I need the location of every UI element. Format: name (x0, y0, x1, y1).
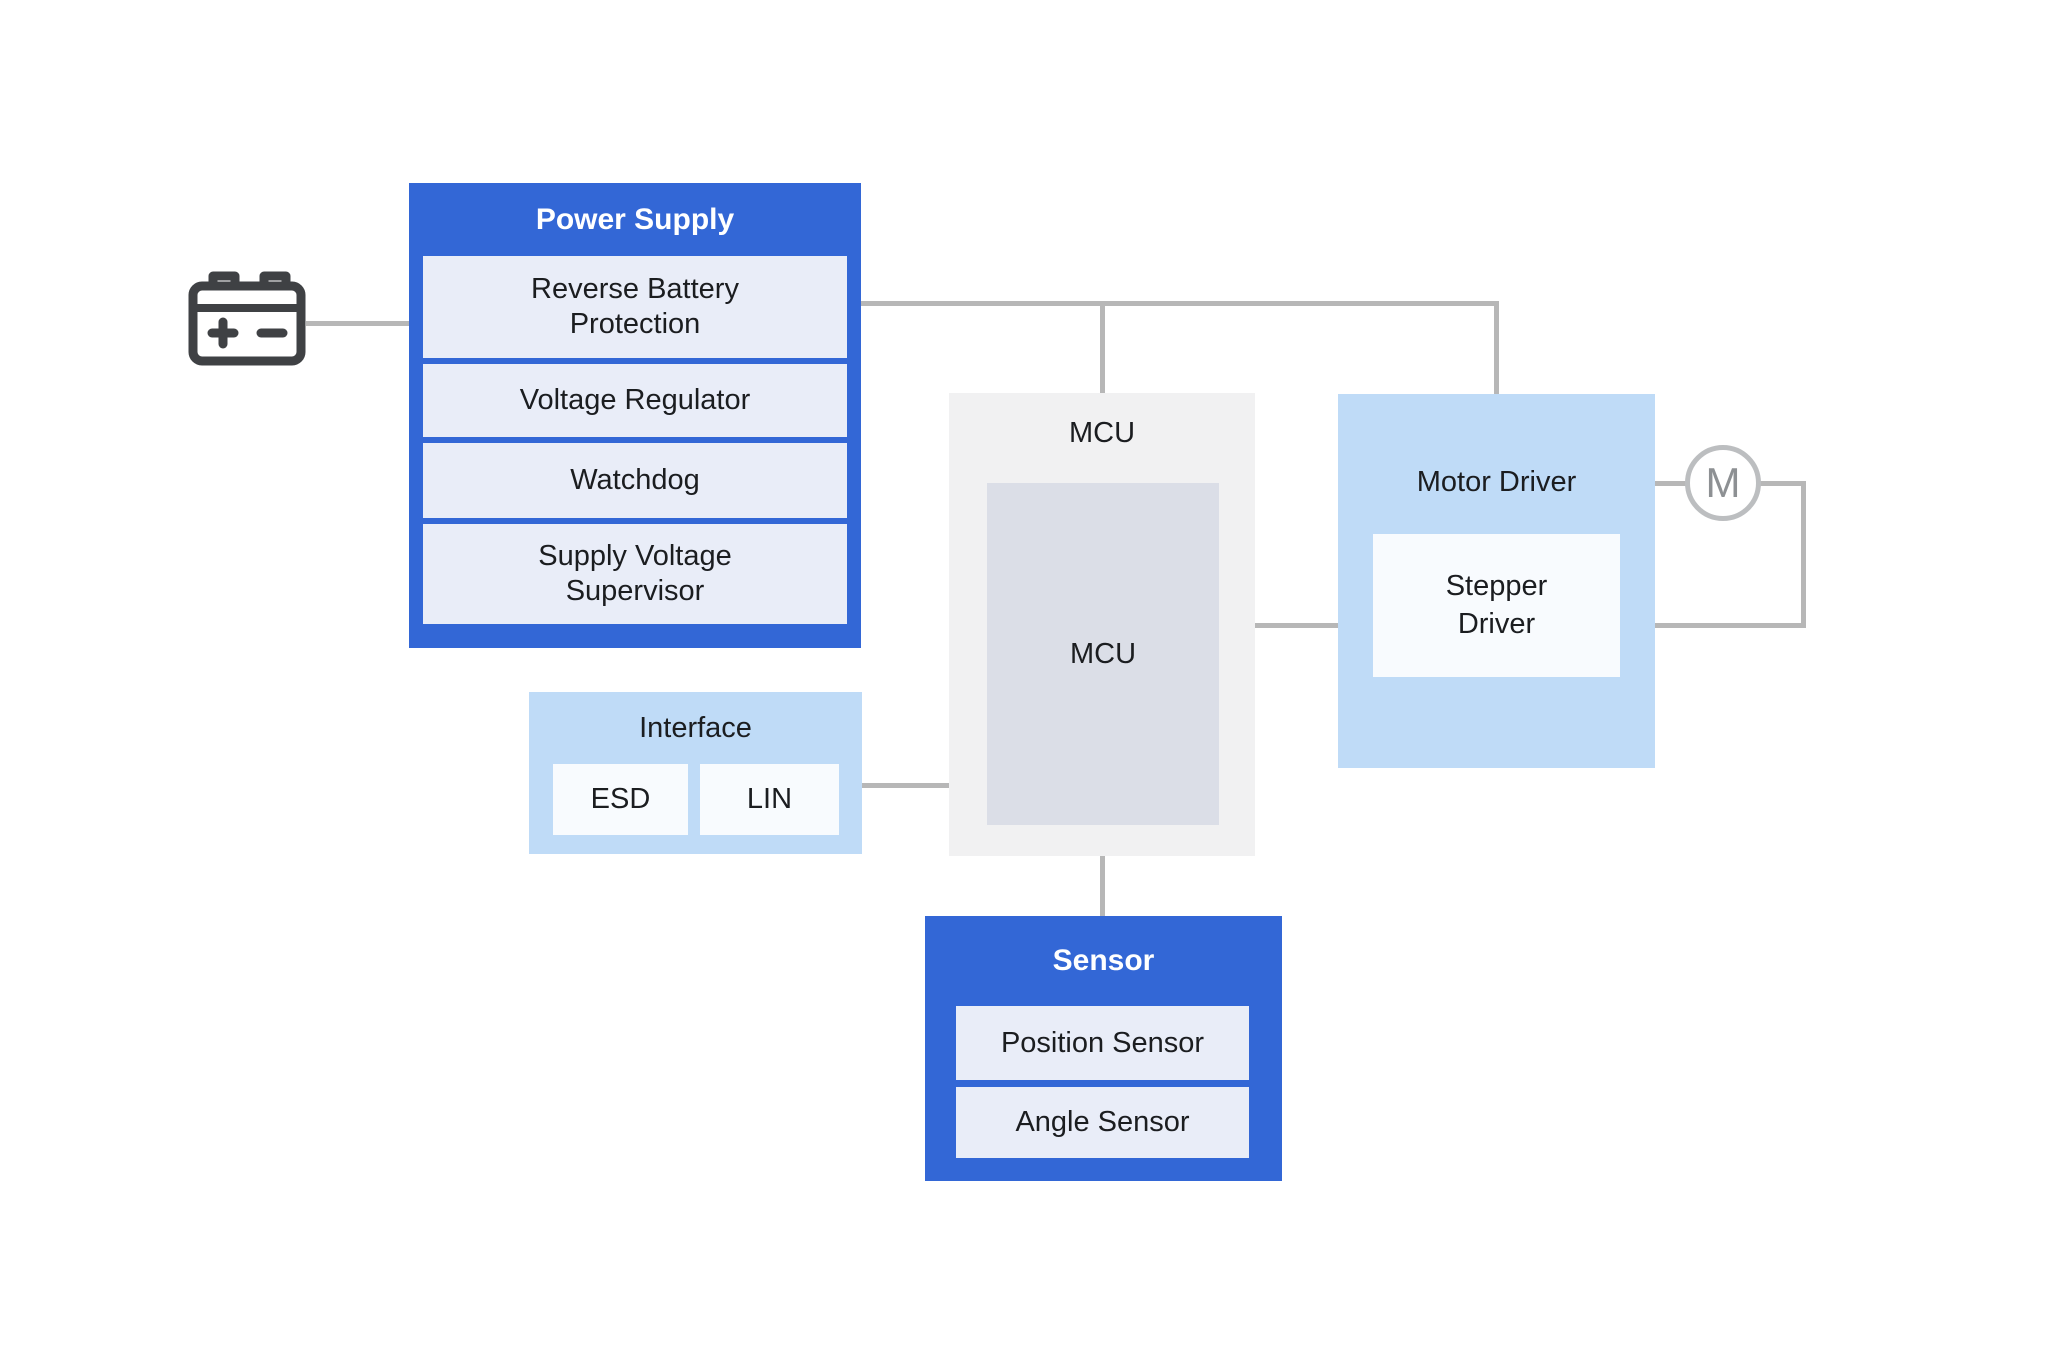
power-supply-item-label: Supply Voltage Supervisor (538, 539, 732, 607)
interface-block: Interface ESD LIN (529, 692, 862, 854)
wire-motor-to-corner (1759, 481, 1806, 486)
wire-branch-to-motor-driver-top (1494, 304, 1499, 394)
mcu-core-box: MCU (987, 483, 1219, 825)
power-supply-item-supply-voltage-supervisor: Supply Voltage Supervisor (423, 524, 847, 624)
mcu-core-label: MCU (1069, 637, 1137, 670)
mcu-block: MCU MCU (949, 393, 1255, 856)
wire-battery-to-power-supply (306, 321, 410, 326)
wire-mcu-to-sensor (1100, 856, 1105, 916)
car-battery-icon (188, 271, 306, 366)
sensor-block: Sensor Position Sensor Angle Sensor (925, 916, 1282, 1181)
motor-label: M (1705, 459, 1741, 506)
stepper-driver-box: Stepper Driver (1373, 534, 1620, 677)
wire-power-supply-to-right (861, 301, 1499, 306)
mcu-title: MCU (1068, 417, 1136, 449)
wire-branch-to-mcu-top (1100, 304, 1105, 393)
power-supply-item-reverse-battery-protection: Reverse Battery Protection (423, 256, 847, 358)
esd-box: ESD (553, 764, 688, 835)
power-supply-block: Power Supply Reverse Battery Protection … (409, 183, 861, 648)
interface-title: Interface (639, 712, 752, 744)
wire-interface-to-mcu (862, 783, 949, 788)
stepper-driver-label: Stepper Driver (1445, 570, 1548, 640)
power-supply-title: Power Supply (535, 202, 735, 236)
power-supply-item-label: Watchdog (570, 463, 700, 496)
motor-driver-title: Motor Driver (1416, 466, 1577, 498)
power-supply-item-label: Reverse Battery Protection (531, 272, 739, 340)
lin-label: LIN (746, 783, 793, 815)
wire-mcu-to-motor-driver (1255, 623, 1338, 628)
wire-motor-loop-vertical (1801, 481, 1806, 628)
wire-motor-driver-to-motor (1655, 481, 1687, 486)
wire-motor-loop-bottom (1655, 623, 1806, 628)
esd-label: ESD (590, 783, 651, 815)
power-supply-item-label: Voltage Regulator (519, 383, 751, 416)
sensor-title: Sensor (1052, 944, 1155, 977)
power-supply-item-watchdog: Watchdog (423, 443, 847, 518)
power-supply-item-voltage-regulator: Voltage Regulator (423, 364, 847, 437)
motor-circle-symbol: M (1685, 445, 1761, 521)
position-sensor-label: Position Sensor (1000, 1026, 1205, 1059)
position-sensor-box: Position Sensor (956, 1006, 1249, 1080)
motor-driver-block: Motor Driver Stepper Driver (1338, 394, 1655, 768)
angle-sensor-box: Angle Sensor (956, 1087, 1249, 1158)
lin-box: LIN (700, 764, 839, 835)
angle-sensor-label: Angle Sensor (1015, 1106, 1190, 1138)
